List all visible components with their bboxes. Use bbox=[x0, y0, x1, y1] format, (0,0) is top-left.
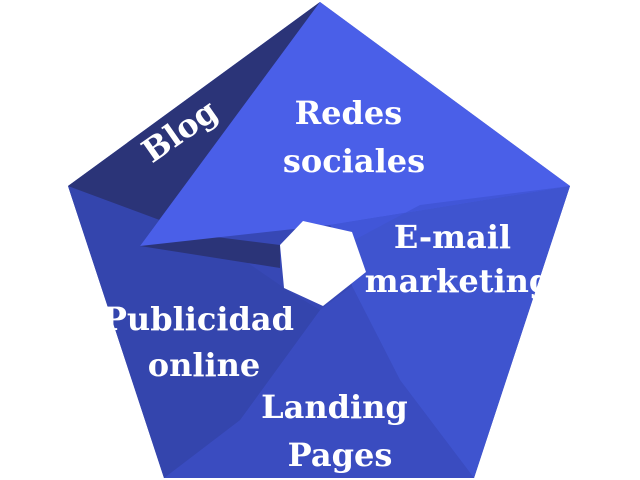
segment-redes-sociales bbox=[140, 2, 570, 246]
label-email-marketing: E-mail marketing bbox=[365, 218, 552, 300]
label-publicidad-online: Publicidad online bbox=[103, 300, 305, 384]
segment-landing-pages bbox=[164, 286, 474, 478]
label-redes-sociales: Redes sociales bbox=[283, 94, 425, 180]
label-landing-pages: Landing Pages bbox=[261, 388, 419, 474]
center-pentagon bbox=[280, 221, 366, 306]
segment-blog bbox=[68, 2, 320, 268]
segment-email-marketing bbox=[330, 186, 570, 478]
segment-publicidad-online bbox=[68, 186, 320, 478]
